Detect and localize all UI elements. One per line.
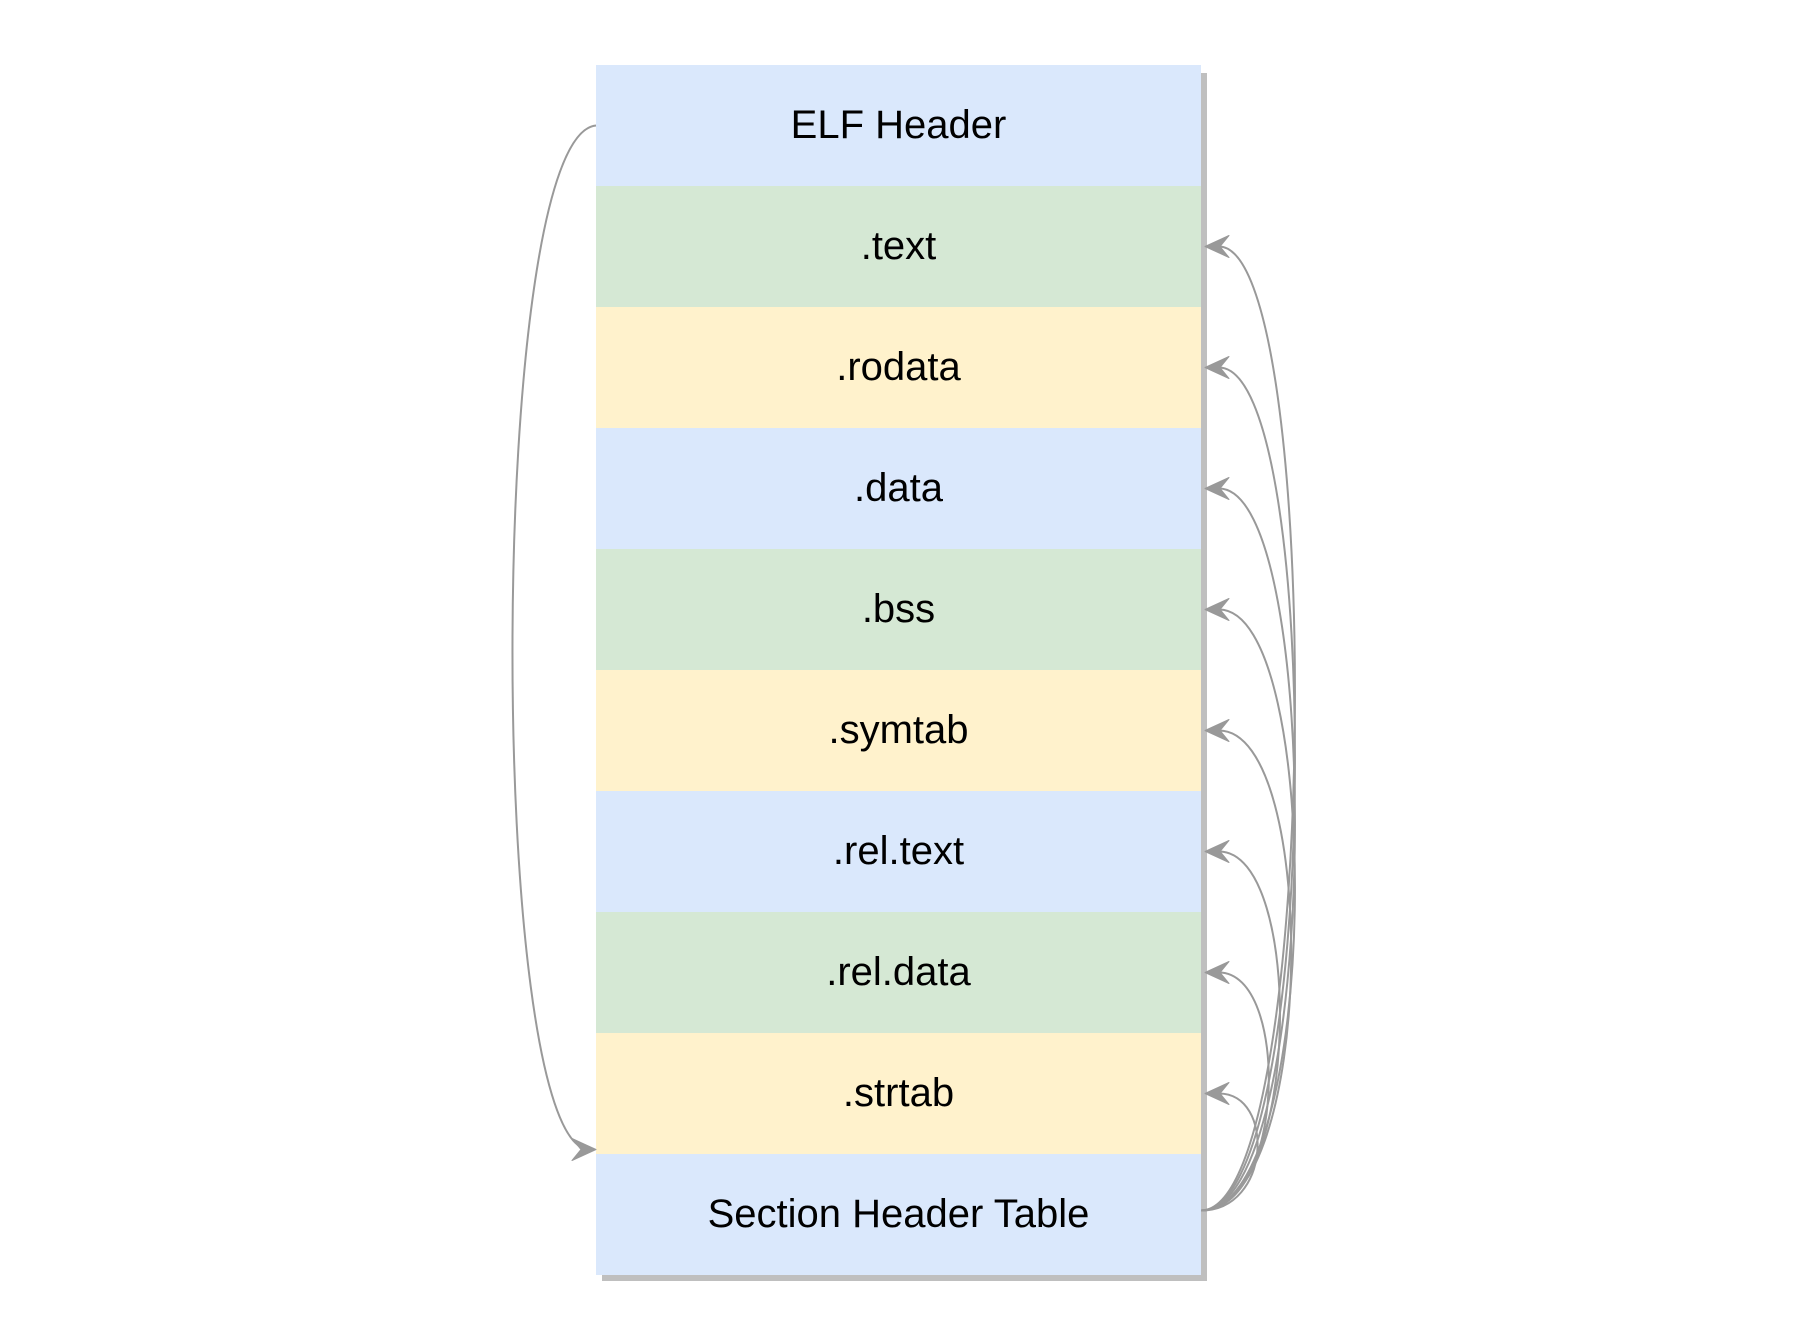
section-text: .text (596, 186, 1201, 307)
connector-to-symtab (1200, 729, 1293, 1212)
arrowhead-icon (1204, 1082, 1230, 1105)
arrowhead-icon (1204, 356, 1230, 379)
section-label: .strtab (842, 1071, 955, 1115)
section-bss: .bss (596, 549, 1201, 670)
arrowhead-icon (571, 1138, 597, 1161)
arrowhead-icon (1204, 840, 1230, 863)
arrowhead-icon (1204, 598, 1230, 621)
connector-to-rel-data (1200, 971, 1270, 1212)
section-elf-header: ELF Header (596, 65, 1201, 186)
arrowhead-icon (1204, 235, 1230, 258)
section-label: .symtab (828, 708, 969, 752)
arrowhead-icon (1204, 961, 1230, 984)
section-label: .rel.text (832, 829, 965, 873)
section-rel-data: .rel.data (596, 912, 1201, 1033)
arrowhead-icon (1204, 719, 1230, 742)
section-label: ELF Header (790, 103, 1007, 147)
section-rel-text: .rel.text (596, 791, 1201, 912)
section-header-table: Section Header Table (596, 1154, 1201, 1275)
connector-to-strtab (1200, 1092, 1259, 1212)
section-label: .rel.data (826, 950, 971, 994)
connector-to-data (1200, 487, 1296, 1212)
section-label: .text (860, 224, 937, 268)
connector-to-bss (1200, 608, 1296, 1212)
section-rodata: .rodata (596, 307, 1201, 428)
arrowhead-icon (1204, 477, 1230, 500)
section-label: .rodata (836, 345, 961, 389)
connector-to-rodata (1200, 366, 1296, 1212)
section-data: .data (596, 428, 1201, 549)
section-label: .data (854, 466, 943, 510)
elf-section-stack: ELF Header .text .rodata .data .bss .sym… (596, 65, 1201, 1275)
connector-to-text (1200, 245, 1296, 1212)
section-symtab: .symtab (596, 670, 1201, 791)
section-label: .bss (861, 587, 936, 631)
section-label: Section Header Table (707, 1192, 1090, 1236)
connector-elf-header-to-section-header-table (511, 124, 597, 1151)
section-strtab: .strtab (596, 1033, 1201, 1154)
connector-to-rel-text (1200, 850, 1281, 1212)
